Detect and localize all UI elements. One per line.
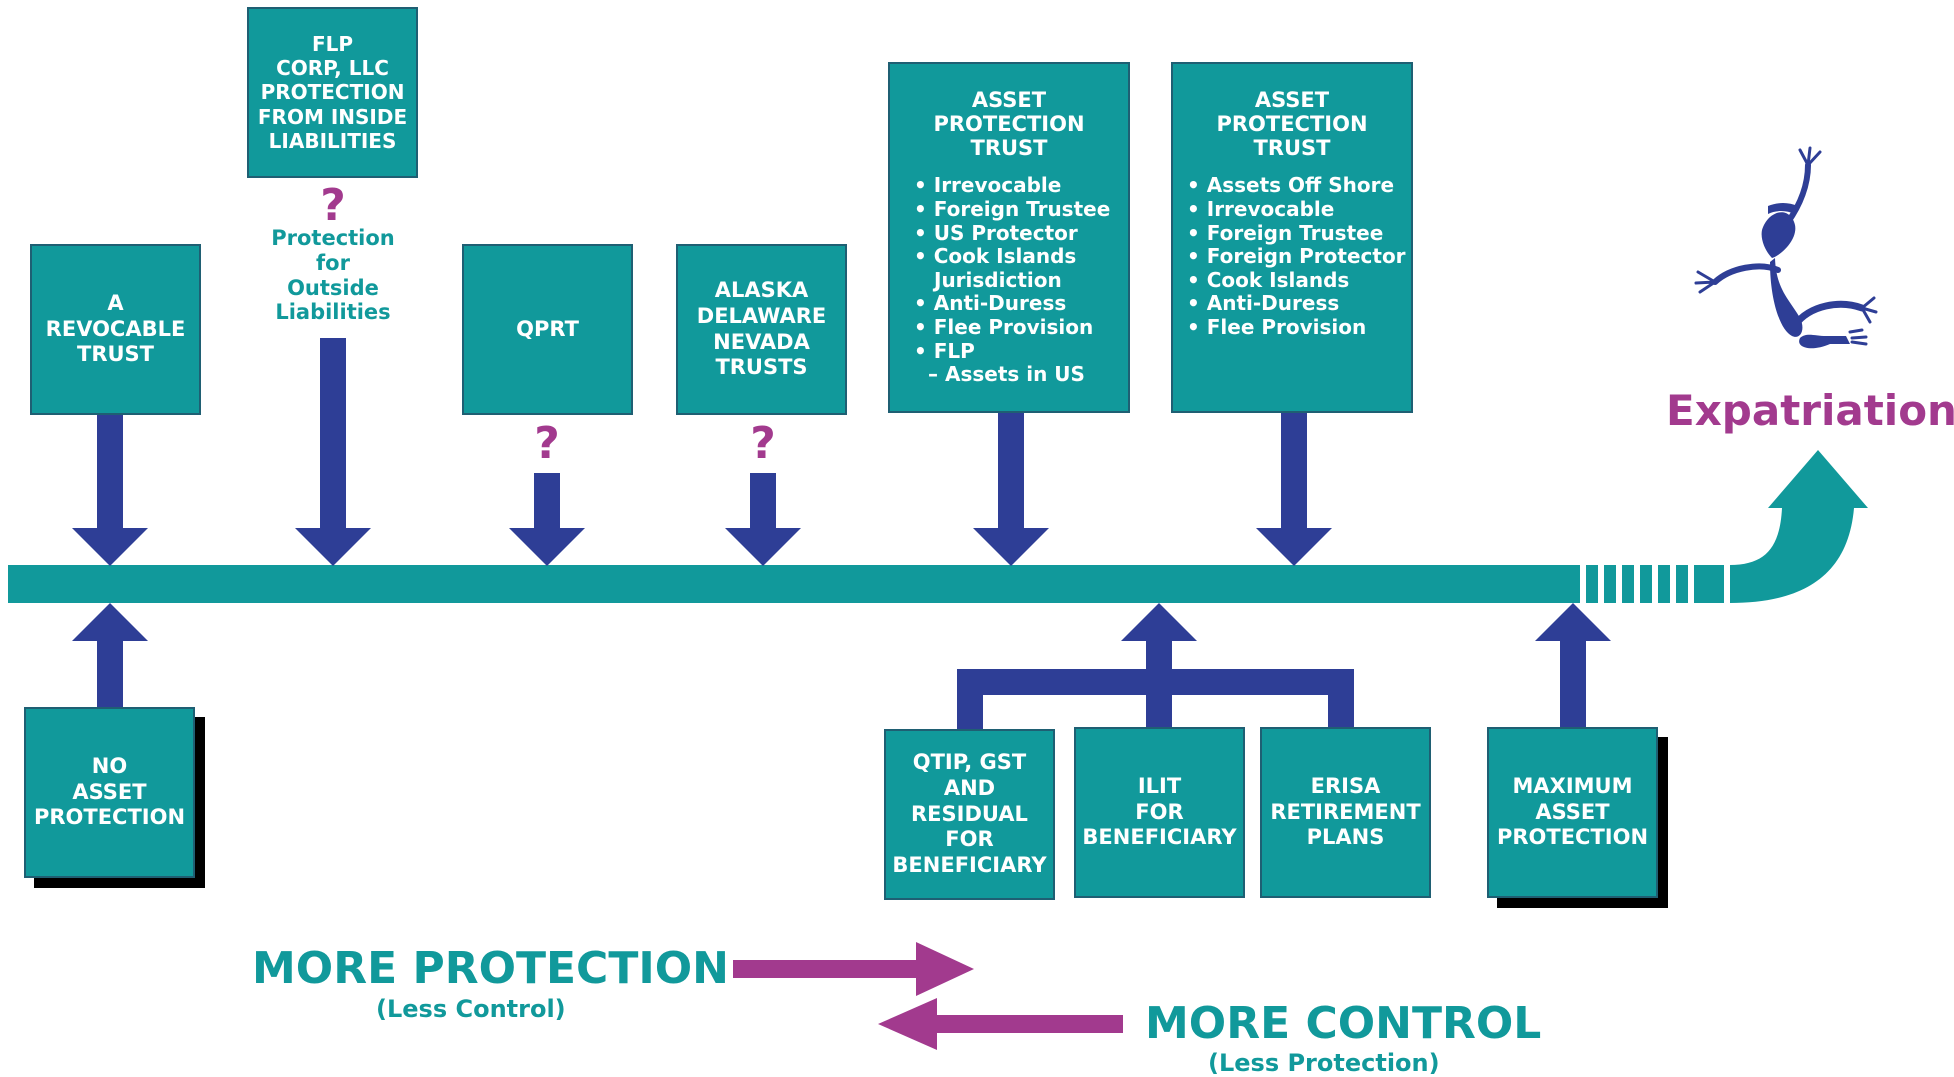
timeline-bar <box>8 565 1580 603</box>
box-line: REVOCABLE <box>45 316 186 341</box>
expatriation-label: Expatriation <box>1666 386 1954 435</box>
question-mark-alaska: ? <box>750 418 776 469</box>
arrow-outside <box>295 338 371 566</box>
box-line: RETIREMENT <box>1270 799 1421 824</box>
more-protection-arrow <box>733 942 974 996</box>
list-item: • Flee Provision <box>1187 314 1367 339</box>
more-protection-label: MORE PROTECTION <box>252 943 729 994</box>
list-item: • Irrevocable <box>914 173 1062 198</box>
arrow-apt1 <box>973 411 1049 566</box>
box-line: TRUSTS <box>715 355 808 380</box>
maximum-asset-protection-box: MAXIMUM ASSET PROTECTION <box>1487 727 1658 898</box>
box-line: PLANS <box>1306 825 1385 850</box>
no-asset-protection-box: NO ASSET PROTECTION <box>24 707 195 878</box>
arrow-revocable <box>72 413 148 566</box>
alaska-delaware-nevada-box: ALASKA DELAWARE NEVADA TRUSTS <box>676 244 847 415</box>
expatriation-arrow <box>1730 450 1868 603</box>
box-line: ERISA <box>1310 774 1381 799</box>
list-item: • FLP <box>914 338 975 363</box>
list-item: • Foreign Trustee <box>1187 220 1384 245</box>
box-line: PROTECTION <box>1496 825 1649 850</box>
arrow-no-asset <box>72 603 148 707</box>
list-item: • Anti-Duress <box>1187 291 1340 316</box>
arrow-bracket <box>957 603 1354 729</box>
box-line: RESIDUAL <box>911 801 1028 826</box>
box-line: ILIT <box>1137 774 1182 799</box>
question-mark-outside: ? <box>320 180 346 231</box>
timeline-dashes <box>1586 565 1724 603</box>
box-line: TRUST <box>77 342 154 367</box>
box-line: NO <box>91 754 128 779</box>
box-line: NEVADA <box>713 329 810 354</box>
list-item: • Assets Off Shore <box>1187 173 1395 198</box>
qtip-gst-box: QTIP, GST AND RESIDUAL FOR BENEFICIARY <box>884 729 1055 900</box>
box-line: QTIP, GST <box>912 750 1027 775</box>
flp-corp-llc-box: FLP CORP, LLC PROTECTION FROM INSIDE LIA… <box>247 7 418 178</box>
more-control-label: MORE CONTROL <box>1145 998 1542 1049</box>
qprt-box: QPRT <box>462 244 633 415</box>
box-title-line: ASSET <box>971 88 1047 112</box>
box-line: MAXIMUM <box>1512 774 1633 799</box>
list-item: • Foreign Protector <box>1187 244 1406 269</box>
ilit-box: ILIT FOR BENEFICIARY <box>1074 727 1245 898</box>
list-item: • Flee Provision <box>914 314 1094 339</box>
note-line: for <box>316 250 350 275</box>
list-item: – Assets in US <box>928 362 1085 387</box>
less-protection-label: (Less Protection) <box>1208 1049 1440 1077</box>
list-item: • US Protector <box>914 220 1078 245</box>
arrow-apt2 <box>1256 411 1332 566</box>
box-line: BENEFICIARY <box>1082 825 1237 850</box>
arrow-alaska <box>725 473 801 566</box>
box-line: ASSET <box>1535 799 1610 824</box>
stick-figure-icon <box>1694 146 1878 349</box>
box-line: CORP, LLC <box>276 55 389 80</box>
box-line: DELAWARE <box>696 303 827 328</box>
list-item: • Anti-Duress <box>914 291 1067 316</box>
box-line: FROM INSIDE <box>257 104 408 129</box>
box-title-line: TRUST <box>970 136 1048 161</box>
box-line: AND <box>943 776 996 801</box>
box-line: PROTECTION <box>260 80 405 105</box>
box-line: A <box>107 291 124 316</box>
outside-liabilities-note: Protection for Outside Liabilities <box>253 226 413 325</box>
list-item: • Foreign Trustee <box>914 197 1111 222</box>
note-line: Outside <box>287 275 379 300</box>
box-line: ALASKA <box>714 278 809 303</box>
arrow-qprt <box>509 473 585 566</box>
list-item: Jurisdiction <box>934 267 1062 292</box>
box-line: LIABILITIES <box>268 129 397 154</box>
less-control-label: (Less Control) <box>376 995 566 1023</box>
note-line: Liabilities <box>275 300 391 325</box>
note-line: Protection <box>271 226 395 250</box>
box-line: PROTECTION <box>33 805 186 830</box>
box-title-line: ASSET <box>1254 88 1330 112</box>
box-title-line: PROTECTION <box>933 112 1085 137</box>
asset-protection-trust-2-box: ASSET PROTECTION TRUST • Assets Off Shor… <box>1171 62 1413 413</box>
question-mark-qprt: ? <box>534 418 560 469</box>
erisa-box: ERISA RETIREMENT PLANS <box>1260 727 1431 898</box>
box-line: ASSET <box>72 779 147 804</box>
box-title-line: TRUST <box>1253 136 1331 161</box>
asset-protection-trust-1-box: ASSET PROTECTION TRUST • Irrevocable • F… <box>888 62 1130 413</box>
arrow-maximum <box>1535 603 1611 727</box>
box-line: QPRT <box>516 316 579 341</box>
box-line: FOR <box>945 827 994 852</box>
box-title-line: PROTECTION <box>1216 112 1368 137</box>
list-item: • Cook Islands <box>1187 267 1350 292</box>
more-control-arrow <box>878 998 1123 1050</box>
box-line: FOR <box>1135 799 1184 824</box>
list-item: • Cook Islands <box>914 244 1077 269</box>
box-line: BENEFICIARY <box>892 852 1047 877</box>
revocable-trust-box: A REVOCABLE TRUST <box>30 244 201 415</box>
list-item: • Irrevocable <box>1187 197 1335 222</box>
box-line: FLP <box>311 31 354 56</box>
